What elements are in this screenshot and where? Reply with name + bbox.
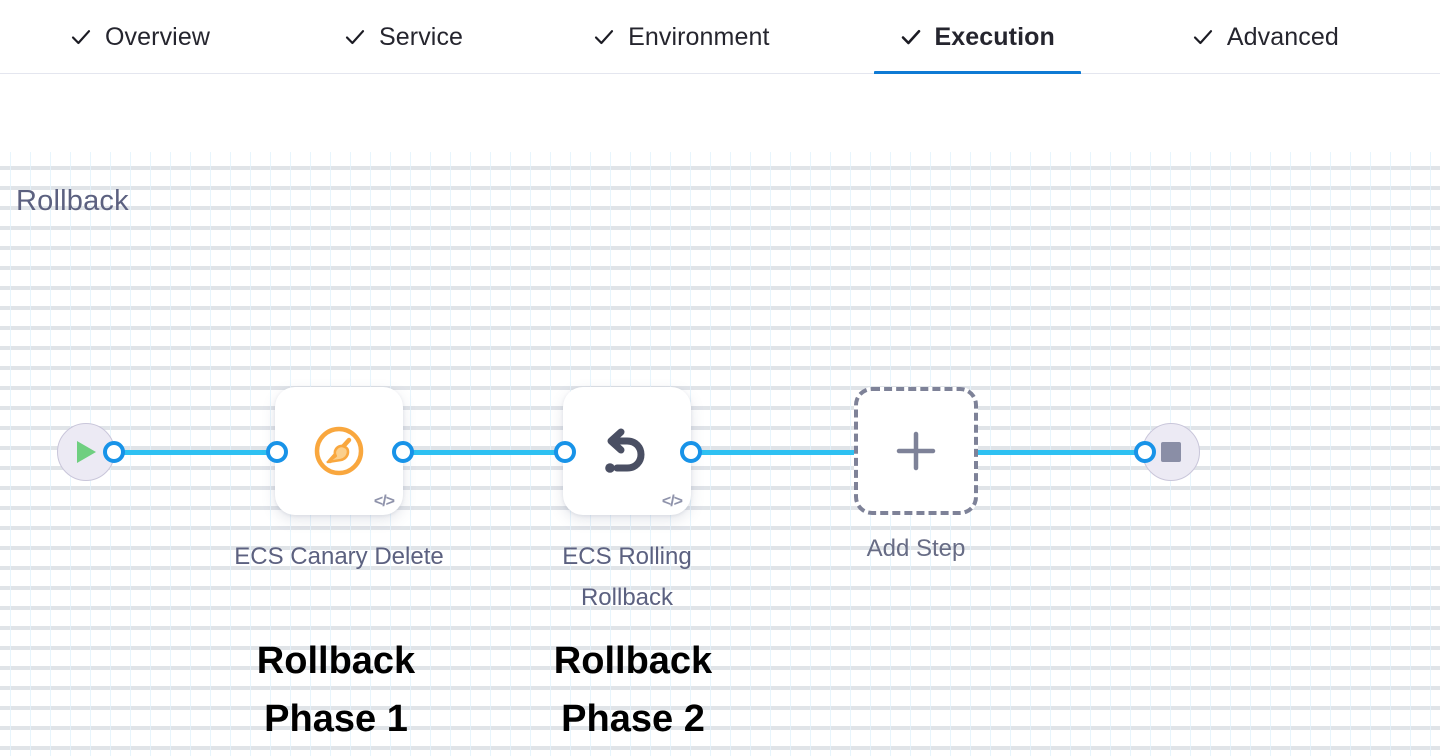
rollback-flow-graph: </> ECS Canary Delete </> ECS Rolling Ro… bbox=[0, 74, 1440, 756]
port-start-output[interactable] bbox=[103, 441, 125, 463]
check-icon bbox=[1192, 26, 1214, 48]
edge-step2-to-addstep bbox=[684, 450, 874, 455]
code-badge-icon: </> bbox=[661, 493, 683, 510]
add-step-label: Add Step bbox=[866, 535, 966, 562]
tab-execution[interactable]: Execution bbox=[873, 0, 1081, 75]
tab-label: Environment bbox=[628, 22, 770, 51]
annotation-line-2: Phase 1 bbox=[264, 698, 408, 740]
flow-end-node[interactable] bbox=[1142, 423, 1200, 481]
tab-advanced[interactable]: Advanced bbox=[1166, 0, 1365, 74]
check-icon bbox=[593, 26, 615, 48]
step-label-ecs-rolling-rollback: ECS Rolling Rollback bbox=[562, 543, 692, 611]
add-step-button[interactable] bbox=[854, 387, 978, 515]
check-icon bbox=[900, 26, 922, 48]
step-node-ecs-rolling-rollback[interactable]: </> bbox=[563, 387, 691, 515]
ecs-canary-icon bbox=[275, 387, 403, 515]
code-badge-icon: </> bbox=[373, 493, 395, 510]
plus-icon bbox=[893, 428, 939, 474]
edge-start-to-step1 bbox=[108, 450, 288, 455]
heading-background bbox=[0, 74, 1440, 152]
tab-active-underline bbox=[873, 70, 1081, 75]
check-icon bbox=[344, 26, 366, 48]
tab-service[interactable]: Service bbox=[318, 0, 489, 74]
tab-overview[interactable]: Overview bbox=[44, 0, 236, 74]
edge-step1-to-step2 bbox=[396, 450, 576, 455]
edge-addstep-to-end bbox=[972, 450, 1152, 455]
step-node-ecs-canary-delete[interactable]: </> bbox=[275, 387, 403, 515]
tab-label: Execution bbox=[934, 22, 1055, 51]
annotation-line-2: Phase 2 bbox=[561, 698, 705, 740]
play-icon bbox=[73, 438, 99, 466]
stop-icon bbox=[1159, 440, 1183, 464]
port-step2-input[interactable] bbox=[554, 441, 576, 463]
check-icon bbox=[70, 26, 92, 48]
annotation-line-1: Rollback bbox=[256, 640, 416, 682]
tab-label: Service bbox=[379, 22, 464, 51]
pipeline-canvas[interactable]: Rollback </> E bbox=[0, 74, 1440, 756]
page-title: Rollback bbox=[16, 185, 129, 217]
tab-label: Advanced bbox=[1226, 22, 1339, 51]
wizard-tab-bar: Overview Service Environment Execution A… bbox=[0, 0, 1440, 75]
annotation-rollback-phase-2: Rollback Phase 2 bbox=[483, 632, 783, 748]
undo-arrow-icon bbox=[563, 387, 691, 515]
port-step2-output[interactable] bbox=[680, 441, 702, 463]
tab-environment[interactable]: Environment bbox=[567, 0, 795, 74]
step-label-ecs-canary-delete: ECS Canary Delete bbox=[234, 543, 444, 570]
annotation-line-1: Rollback bbox=[553, 640, 713, 682]
annotation-rollback-phase-1: Rollback Phase 1 bbox=[186, 632, 486, 748]
port-step1-output[interactable] bbox=[392, 441, 414, 463]
port-step1-input[interactable] bbox=[266, 441, 288, 463]
tab-label: Overview bbox=[105, 22, 210, 51]
port-end-input[interactable] bbox=[1134, 441, 1156, 463]
